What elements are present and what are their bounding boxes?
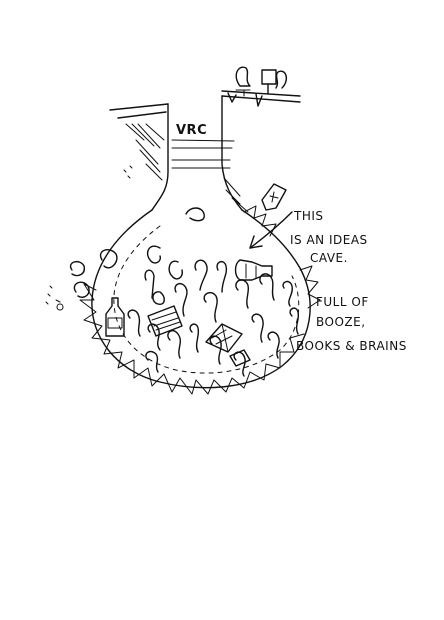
surface-table-scene xyxy=(221,66,301,107)
note-line-1: THIS xyxy=(293,209,324,223)
ideas-note: THIS IS AN IDEAS CAVE. xyxy=(290,209,368,265)
cave-shaft xyxy=(109,95,301,213)
booze-bottles xyxy=(105,259,273,337)
outside-heads xyxy=(45,165,133,311)
note-line-3: CAVE. xyxy=(310,251,348,265)
brain-figures xyxy=(127,207,300,377)
coffin-object xyxy=(261,183,287,211)
vrc-sign: VRC xyxy=(176,123,207,138)
cave-bulb xyxy=(79,205,321,395)
caption-line-3: BOOKS & BRAINS xyxy=(296,339,407,353)
books-pile xyxy=(147,305,251,367)
contents-caption: FULL OF BOOZE, BOOKS & BRAINS xyxy=(296,295,407,353)
caption-line-1: FULL OF xyxy=(316,295,369,309)
pointer-arrow xyxy=(249,211,293,249)
note-line-2: IS AN IDEAS xyxy=(290,233,368,247)
caption-line-2: BOOZE, xyxy=(316,315,366,329)
